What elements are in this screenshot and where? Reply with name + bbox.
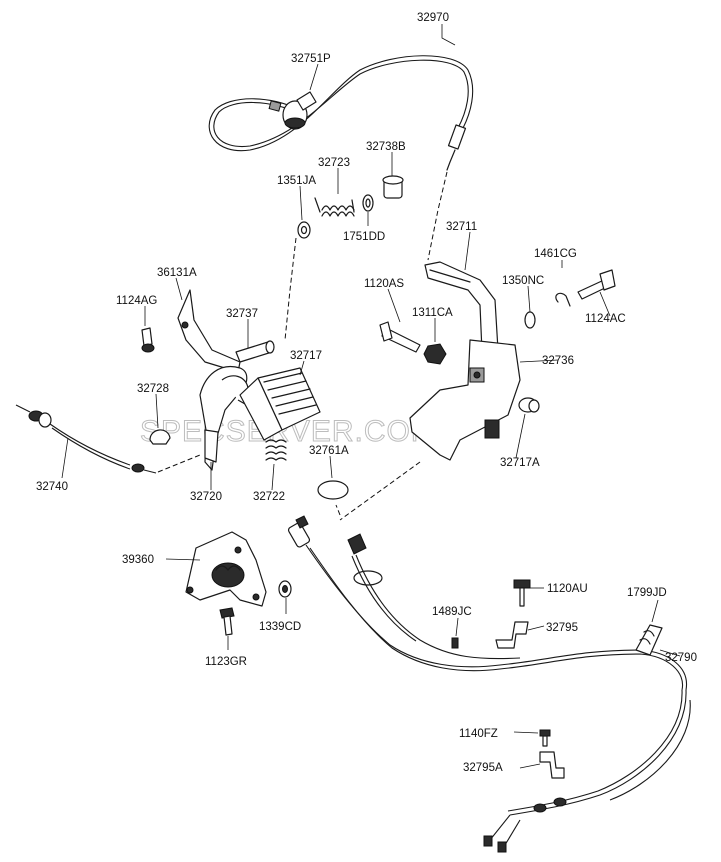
nut-1311CA xyxy=(423,343,447,365)
cable-32740 xyxy=(15,404,201,474)
label-32740: 32740 xyxy=(36,481,68,493)
bracket-36131A xyxy=(177,289,241,373)
bolt-1120AU xyxy=(513,579,531,607)
label-32751P: 32751P xyxy=(291,53,331,65)
cable-32970 xyxy=(208,55,474,261)
label-1140FZ: 1140FZ xyxy=(459,728,498,740)
bracket-32795A xyxy=(539,751,565,779)
label-32761A: 32761A xyxy=(309,445,349,457)
label-1120AU: 1120AU xyxy=(547,583,588,595)
label-1489JC: 1489JC xyxy=(432,606,472,618)
label-32722: 32722 xyxy=(253,491,285,503)
label-32795A: 32795A xyxy=(463,762,503,774)
pedal-pad-32717 xyxy=(239,367,321,441)
label-1311CA: 1311CA xyxy=(412,307,453,319)
label-32711: 32711 xyxy=(446,221,477,233)
spring-32723 xyxy=(314,197,355,217)
bracket-32795 xyxy=(495,621,529,649)
switch-39360 xyxy=(185,531,267,607)
label-32728: 32728 xyxy=(137,383,169,395)
label-1124AC: 1124AC xyxy=(585,313,626,325)
washer-1751DD xyxy=(362,194,374,212)
clamp-1489JC xyxy=(451,637,459,649)
bolt-1140FZ xyxy=(539,729,551,747)
label-1461CG: 1461CG xyxy=(534,248,577,260)
bolt-1124AG xyxy=(141,327,155,353)
label-1124AG: 1124AG xyxy=(116,295,157,307)
label-1751DD: 1751DD xyxy=(343,231,385,243)
label-1120AS: 1120AS xyxy=(364,278,404,290)
label-32970: 32970 xyxy=(417,12,449,24)
spring-32722 xyxy=(265,439,287,461)
label-1351JA: 1351JA xyxy=(277,175,316,187)
label-32738B: 32738B xyxy=(366,141,406,153)
clip-1799JD xyxy=(635,624,663,656)
cable-32790 xyxy=(287,504,691,853)
label-1799JD: 1799JD xyxy=(627,587,667,599)
label-32790: 32790 xyxy=(665,652,697,664)
label-32717A: 32717A xyxy=(500,457,540,469)
label-32736: 32736 xyxy=(542,355,574,367)
bolt-1120AS xyxy=(379,321,421,353)
label-1123GR: 1123GR xyxy=(205,656,247,668)
bolt-1124AC xyxy=(577,269,616,300)
clip-1461CG xyxy=(555,292,571,307)
stopper-32728 xyxy=(149,429,171,445)
label-32720: 32720 xyxy=(190,491,222,503)
label-36131A: 36131A xyxy=(157,267,197,279)
label-1339CD: 1339CD xyxy=(259,621,301,633)
label-32795: 32795 xyxy=(546,622,578,634)
bushing-32738B xyxy=(382,175,404,199)
adjuster-32751P xyxy=(268,91,317,130)
leader-lines xyxy=(61,24,681,769)
nut-1350NC xyxy=(524,311,536,329)
label-1350NC: 1350NC xyxy=(502,275,544,287)
shaft-32737 xyxy=(235,340,275,363)
label-39360: 39360 xyxy=(122,554,154,566)
label-32737: 32737 xyxy=(226,308,258,320)
label-32723: 32723 xyxy=(318,157,350,169)
washer-1351JA xyxy=(297,221,311,239)
pin-32717A xyxy=(518,397,540,413)
nut-1339CD xyxy=(278,580,292,598)
bracket-32736 xyxy=(409,339,521,461)
bolt-1123GR xyxy=(219,607,235,636)
label-32717: 32717 xyxy=(290,350,322,362)
plug-32761A xyxy=(317,480,349,500)
